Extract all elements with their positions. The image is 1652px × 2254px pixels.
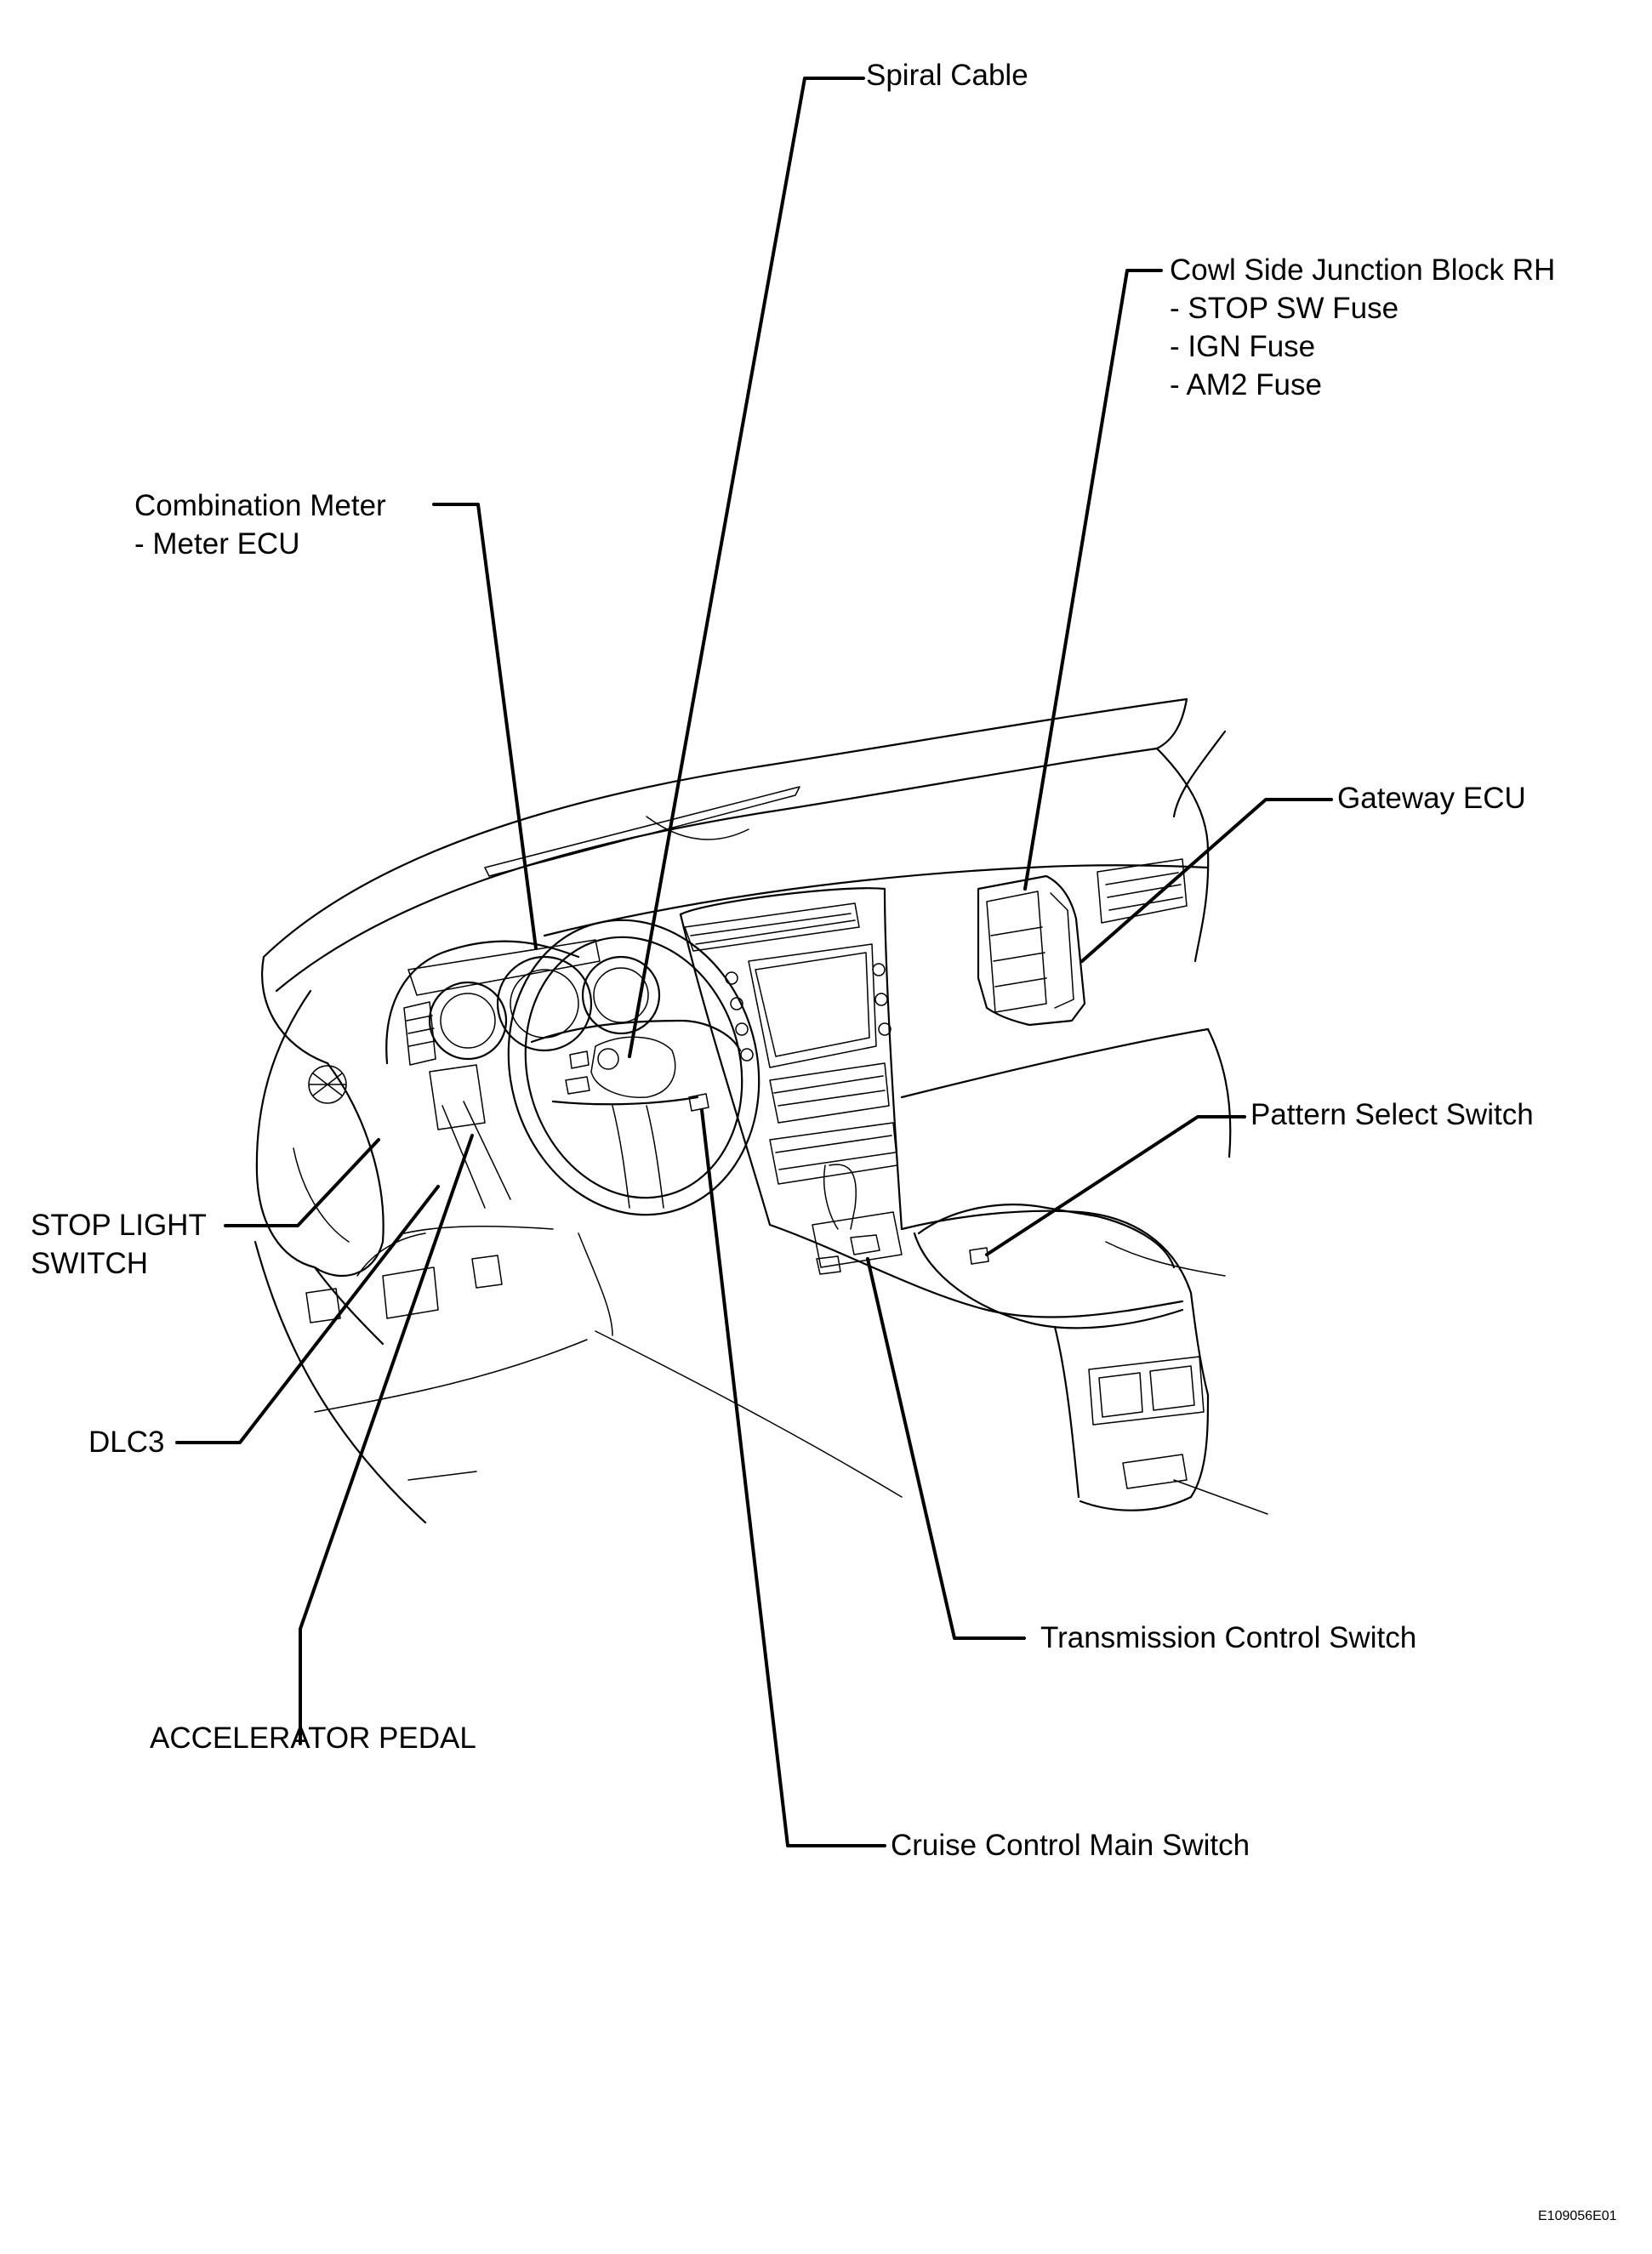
gateway-ecu-label: Gateway ECU (1337, 782, 1526, 815)
spiral-cable-label: Spiral Cable (866, 59, 1028, 92)
leader-lines (175, 77, 1333, 1847)
ign-fuse-label: - IGN Fuse (1170, 330, 1316, 363)
transmission-control-switch-label: Transmission Control Switch (1040, 1621, 1417, 1654)
stop-sw-fuse-label: - STOP SW Fuse (1170, 292, 1399, 325)
pattern-select-switch-label: Pattern Select Switch (1250, 1098, 1534, 1131)
dlc3-label: DLC3 (88, 1426, 165, 1459)
meter-ecu-label: - Meter ECU (134, 527, 300, 561)
stop-light-switch-label-line1: STOP LIGHT (31, 1209, 207, 1242)
cruise-control-main-switch-label: Cruise Control Main Switch (891, 1829, 1250, 1862)
stop-light-switch-label-line2: SWITCH (31, 1247, 149, 1280)
accelerator-pedal-label: ACCELERATOR PEDAL (150, 1722, 476, 1755)
dashboard-outline (253, 697, 1268, 1524)
figure-code: E109056E01 (1538, 2209, 1617, 2223)
am2-fuse-label: - AM2 Fuse (1170, 368, 1322, 401)
combination-meter-label: Combination Meter (134, 489, 386, 522)
cowl-side-junction-block-label: Cowl Side Junction Block RH (1170, 253, 1556, 287)
